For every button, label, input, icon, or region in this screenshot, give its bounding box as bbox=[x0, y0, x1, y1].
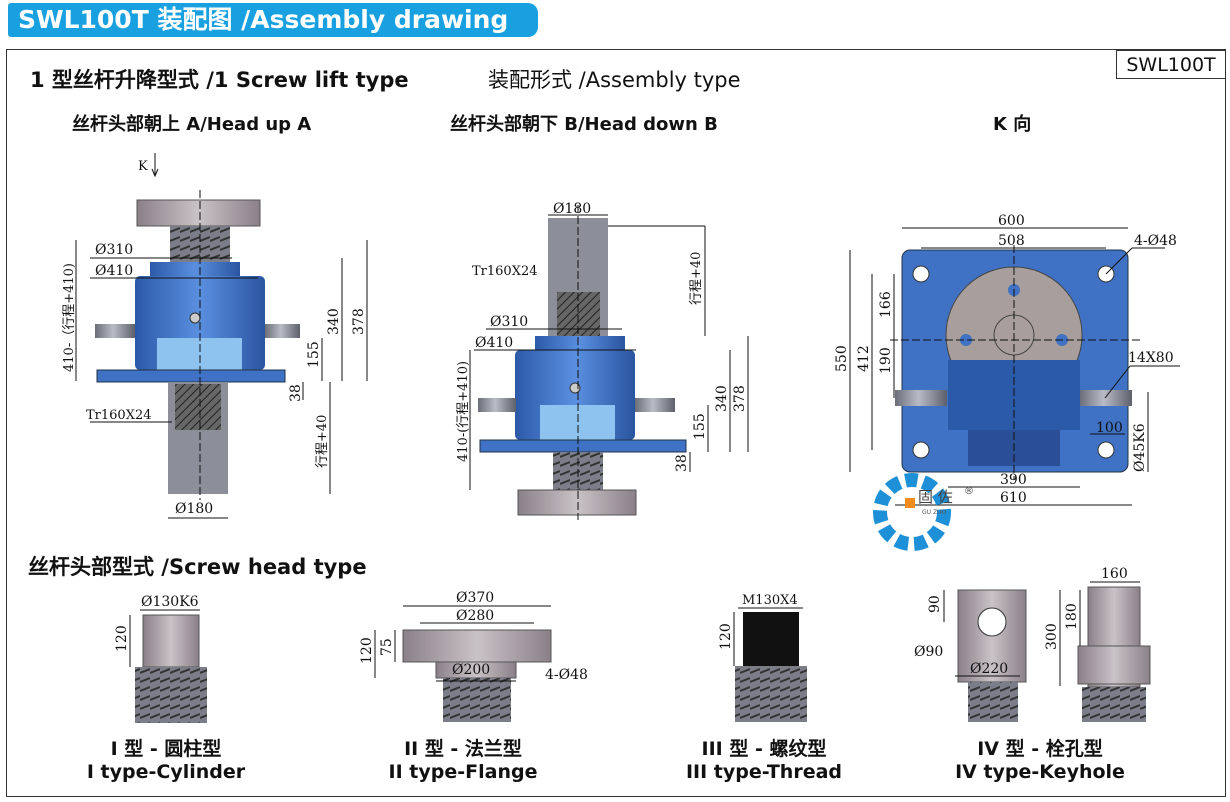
dim-b-thread: Tr160X24 bbox=[472, 264, 538, 279]
dim-a-d180: Ø180 bbox=[175, 501, 213, 517]
dim-a-38: 38 bbox=[288, 384, 304, 402]
type-iv-en: IV type-Keyhole bbox=[955, 761, 1125, 783]
dim-k-shaft: Ø45K6 bbox=[1132, 423, 1148, 472]
dim-iv-160: 160 bbox=[1101, 566, 1128, 582]
type-iii-caption: III 型 - 螺纹型 III type-Thread bbox=[664, 738, 864, 784]
watermark-small: GU ZUO bbox=[922, 509, 946, 516]
drawing-head-down-b bbox=[469, 205, 749, 520]
dim-iv-180: 180 bbox=[1064, 603, 1080, 630]
dim-b-38: 38 bbox=[674, 454, 690, 472]
page-title-tab: SWL100T 装配图 /Assembly drawing bbox=[8, 3, 538, 37]
dim-a-thread: Tr160X24 bbox=[86, 408, 152, 423]
drawing-head-up-a bbox=[75, 153, 368, 519]
dim-i-dia: Ø130K6 bbox=[141, 594, 199, 610]
dim-iv-300: 300 bbox=[1044, 623, 1060, 650]
dim-ii-370: Ø370 bbox=[456, 590, 494, 606]
dim-a-155: 155 bbox=[306, 341, 322, 368]
view-k-title: K 向 bbox=[993, 114, 1032, 135]
dim-k-412: 412 bbox=[856, 345, 872, 372]
dims-a: Ø310 Ø410 K 410-（行程+410) 340 378 155 38 … bbox=[62, 159, 367, 517]
dim-ii-75: 75 bbox=[379, 638, 395, 656]
dim-b-d310: Ø310 bbox=[490, 314, 528, 330]
dim-ii-holes: 4-Ø48 bbox=[545, 667, 588, 683]
dim-ii-280: Ø280 bbox=[456, 608, 494, 624]
dim-a-stroke: 行程+40 bbox=[315, 415, 330, 468]
type-iv-cn: IV 型 - 栓孔型 bbox=[977, 738, 1103, 760]
dim-k-550: 550 bbox=[834, 345, 850, 372]
dim-k-600: 600 bbox=[998, 213, 1025, 229]
dim-a-340: 340 bbox=[326, 308, 342, 335]
head-type-iii: M130X4 120 bbox=[718, 593, 807, 722]
dim-k-508: 508 bbox=[998, 233, 1025, 249]
section1-title: 1 型丝杆升降型式 /1 Screw lift type bbox=[30, 68, 409, 92]
dims-b: Ø180 Tr160X24 行程+40 Ø310 Ø410 410-(行程+41… bbox=[456, 201, 748, 472]
dim-iv-90: 90 bbox=[927, 595, 943, 613]
dim-i-120: 120 bbox=[114, 625, 130, 652]
dim-k-390: 390 bbox=[1000, 472, 1027, 488]
head-type-iv: 90 Ø90 Ø220 160 300 180 bbox=[914, 566, 1151, 722]
dim-k-holes: 4-Ø48 bbox=[1134, 233, 1177, 249]
type-iii-en: III type-Thread bbox=[685, 761, 843, 783]
dim-iii-thread: M130X4 bbox=[742, 593, 798, 608]
dim-iii-120: 120 bbox=[718, 623, 734, 650]
dim-a-total: 410-（行程+410) bbox=[62, 263, 77, 372]
dim-k-190: 190 bbox=[878, 347, 894, 374]
type-i-cn: I 型 - 圆柱型 bbox=[110, 738, 222, 760]
dim-b-378: 378 bbox=[732, 385, 748, 412]
drawing-frame bbox=[6, 49, 1226, 797]
dim-ii-200: Ø200 bbox=[452, 662, 490, 678]
dim-iv-220: Ø220 bbox=[970, 661, 1008, 677]
type-ii-caption: II 型 - 法兰型 II type-Flange bbox=[363, 738, 563, 784]
dim-a-d410: Ø410 bbox=[95, 263, 133, 279]
dim-b-155: 155 bbox=[692, 413, 708, 440]
dim-a-d310: Ø310 bbox=[95, 242, 133, 258]
view-a-title: 丝杆头部朝上 A/Head up A bbox=[72, 114, 312, 135]
head-type-ii: Ø370 Ø280 120 75 Ø200 4-Ø48 bbox=[359, 590, 588, 722]
head-type-i: Ø130K6 120 bbox=[114, 594, 207, 723]
dim-b-total: 410-(行程+410) bbox=[456, 361, 471, 462]
watermark-brand: 固 佐 bbox=[918, 488, 953, 506]
dim-ii-120: 120 bbox=[359, 637, 375, 664]
type-iii-cn: III 型 - 螺纹型 bbox=[701, 738, 827, 760]
section2-title: 丝杆头部型式 /Screw head type bbox=[28, 555, 367, 579]
dim-k-166: 166 bbox=[878, 291, 894, 318]
dim-a-378: 378 bbox=[351, 308, 367, 335]
type-i-caption: I 型 - 圆柱型 I type-Cylinder bbox=[66, 738, 266, 784]
brand-watermark: 固 佐 ® GU ZUO bbox=[873, 473, 974, 551]
drawing-k-view bbox=[849, 227, 1180, 506]
dim-k-100: 100 bbox=[1096, 420, 1123, 436]
dim-b-d410: Ø410 bbox=[475, 335, 513, 351]
dims-k: 600 508 4-Ø48 550 412 166 190 14X80 100 … bbox=[834, 213, 1177, 506]
dim-b-stroke: 行程+40 bbox=[689, 252, 704, 305]
type-iv-caption: IV 型 - 栓孔型 IV type-Keyhole bbox=[940, 738, 1140, 784]
section1-subtitle: 装配形式 /Assembly type bbox=[488, 68, 741, 92]
type-ii-cn: II 型 - 法兰型 bbox=[404, 738, 522, 760]
view-b-title: 丝杆头部朝下 B/Head down B bbox=[450, 114, 718, 135]
watermark-mark: ® bbox=[964, 486, 974, 497]
type-i-en: I type-Cylinder bbox=[86, 761, 246, 783]
dim-k-610: 610 bbox=[1000, 490, 1027, 506]
type-ii-en: II type-Flange bbox=[388, 761, 538, 783]
dim-k-key: 14X80 bbox=[1128, 350, 1174, 366]
dim-b-340: 340 bbox=[714, 385, 730, 412]
k-arrow-label: K bbox=[138, 159, 148, 174]
dim-iv-hole: Ø90 bbox=[914, 644, 943, 660]
dim-b-d180: Ø180 bbox=[553, 201, 591, 217]
model-box: SWL100T bbox=[1116, 50, 1226, 79]
